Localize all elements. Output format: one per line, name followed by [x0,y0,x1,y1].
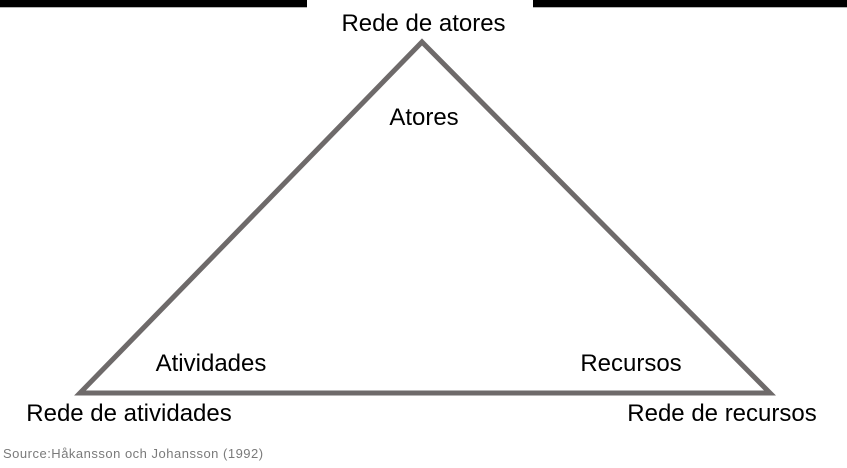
label-rede-de-atores: Rede de atores [341,10,506,37]
label-recursos: Recursos [580,350,682,377]
source-citation: Source:Håkansson och Johansson (1992) [3,446,264,461]
triangle-outline [74,38,776,396]
label-atividades: Atividades [155,350,267,377]
top-border-bar-right [533,0,847,8]
label-rede-de-atividades: Rede de atividades [26,400,232,427]
top-border-bar-left [0,0,307,8]
label-rede-de-recursos: Rede de recursos [627,400,817,427]
label-atores: Atores [389,104,459,131]
